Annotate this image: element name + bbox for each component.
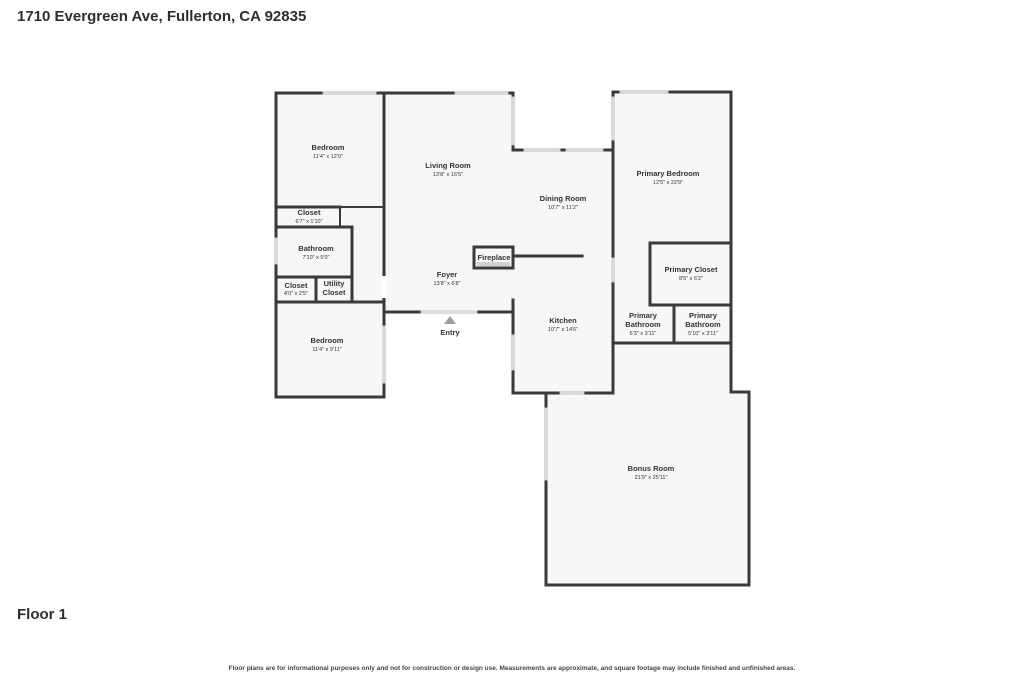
primary-bath-1-name-line2: Bathroom: [625, 320, 661, 329]
primary-closet-dims: 8'5" x 6'2": [679, 276, 703, 282]
fireplace-label: Fireplace: [478, 253, 511, 262]
kitchen-name: Kitchen: [549, 316, 577, 325]
dining-room-dims: 10'7" x 11'2": [548, 205, 578, 211]
dining-room-name: Dining Room: [540, 194, 587, 203]
closet-top-name: Closet: [298, 208, 321, 217]
bedroom-top-name: Bedroom: [312, 143, 345, 152]
primary-bedroom-name: Primary Bedroom: [637, 169, 700, 178]
kitchen-dims: 10'7" x 14'6": [548, 327, 578, 333]
foyer-name: Foyer: [437, 270, 458, 279]
bathroom-name: Bathroom: [298, 244, 334, 253]
windows: [273, 89, 669, 481]
bedroom-top-dims: 11'4" x 12'0": [313, 154, 343, 160]
primary-bath-1-dims: 6'3" x 3'11": [630, 331, 657, 337]
floor-fill: [276, 92, 749, 585]
floor-label: Floor 1: [17, 606, 68, 623]
primary-bedroom-dims: 12'5" x 22'9": [653, 180, 683, 186]
bonus-room-name: Bonus Room: [628, 464, 675, 473]
primary-bath-2-name-line2: Bathroom: [685, 320, 721, 329]
primary-closet-name: Primary Closet: [665, 265, 718, 274]
disclaimer-text: Floor plans are for informational purpos…: [228, 665, 796, 672]
bedroom-bottom-dims: 11'4" x 9'11": [312, 347, 341, 353]
closet-top-dims: 6'7" x 1'10": [295, 219, 322, 225]
entry-arrow-icon: [444, 316, 456, 324]
utility-closet-name-line2: Closet: [323, 288, 346, 297]
property-address: 1710 Evergreen Ave, Fullerton, CA 92835: [17, 8, 307, 25]
primary-bath-2-name-line1: Primary: [689, 311, 718, 320]
living-room-name: Living Room: [425, 161, 471, 170]
right-wing-walls: [544, 90, 751, 587]
fireplace-hearth: [477, 262, 510, 266]
entry-label: Entry: [440, 328, 460, 337]
closet-small-dims: 4'0" x 2'5": [284, 291, 308, 297]
doorways: [381, 276, 478, 315]
foyer-dims: 13'8" x 6'8": [433, 281, 460, 287]
primary-bath-1-name-line1: Primary: [629, 311, 658, 320]
living-room-dims: 13'8" x 16'5": [433, 172, 463, 178]
closet-small-name: Closet: [285, 281, 308, 290]
bonus-room-dims: 21'9" x 25'11": [635, 475, 668, 481]
bathroom-dims: 7'10" x 5'0": [302, 255, 329, 261]
bedroom-bottom-name: Bedroom: [311, 336, 344, 345]
utility-closet-name-line1: Utility: [324, 279, 346, 288]
primary-bath-2-dims: 5'10" x 3'11": [688, 331, 718, 337]
